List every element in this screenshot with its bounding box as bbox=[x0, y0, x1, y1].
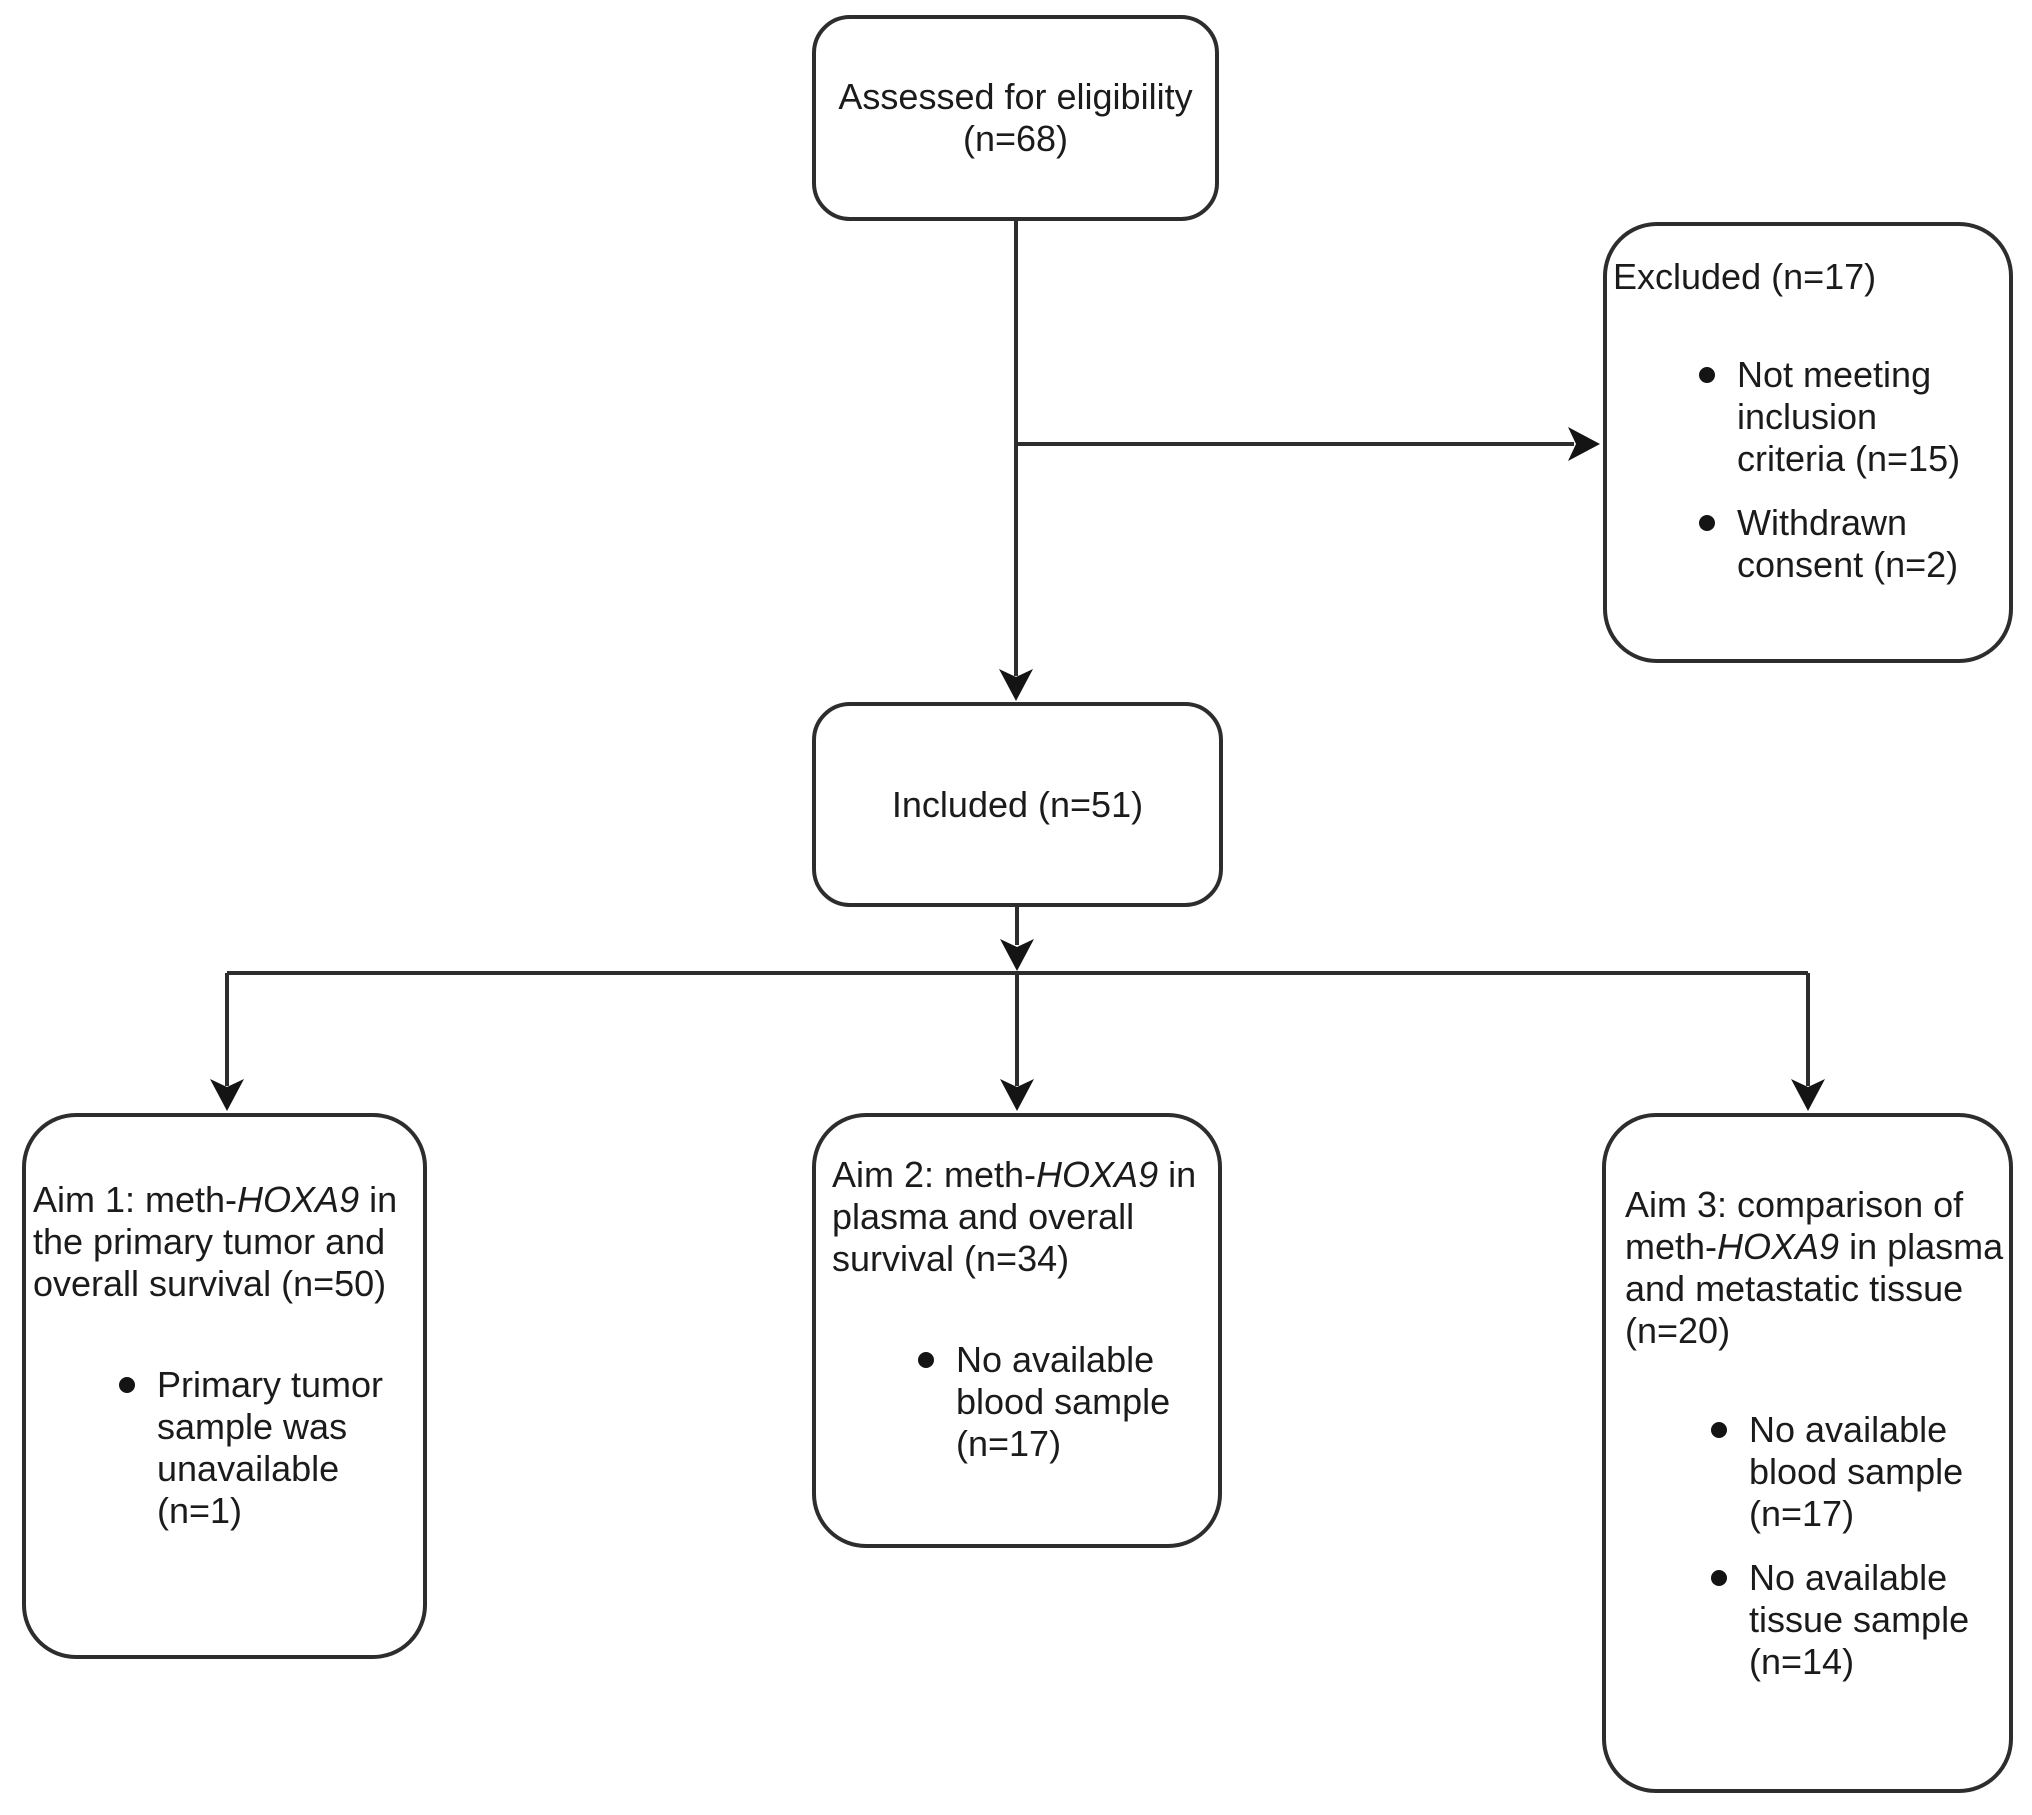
arrowhead-into-included bbox=[999, 669, 1033, 701]
aim2-title: Aim 2: meth-HOXA9 in plasma and overall … bbox=[832, 1154, 1197, 1279]
aim2-bullet-list: No available blood sample (n=17) bbox=[832, 1339, 1218, 1465]
bullet-marker bbox=[918, 1352, 934, 1368]
excluded-title: Excluded (n=17) bbox=[1613, 256, 1877, 297]
included-text: Included (n=51) bbox=[816, 706, 1219, 903]
excluded-bullet-list: Not meeting inclusion criteria (n=15) Wi… bbox=[1613, 354, 2009, 586]
excluded-bullet-1: Not meeting inclusion criteria (n=15) bbox=[1737, 354, 1961, 479]
aim3-box: Aim 3: comparison of meth-HOXA9 in plasm… bbox=[1602, 1113, 2013, 1793]
bullet-marker bbox=[1711, 1570, 1727, 1586]
aim1-bullet-list: Primary tumor sample was unavailable (n=… bbox=[33, 1364, 423, 1532]
list-item: No available blood sample (n=17) bbox=[918, 1339, 1218, 1465]
aim3-bullet-2: No available tissue sample (n=14) bbox=[1749, 1557, 1970, 1682]
bullet-marker bbox=[119, 1377, 135, 1393]
list-item: Withdrawn consent (n=2) bbox=[1699, 502, 2009, 586]
assessed-box: Assessed for eligibility (n=68) bbox=[812, 15, 1219, 221]
excluded-bullet-2: Withdrawn consent (n=2) bbox=[1737, 502, 1959, 585]
aim2-bullet-1: No available blood sample (n=17) bbox=[956, 1339, 1171, 1464]
aim3-bullet-1: No available blood sample (n=17) bbox=[1749, 1409, 1964, 1534]
list-item: No available tissue sample (n=14) bbox=[1711, 1557, 2009, 1683]
list-item: Not meeting inclusion criteria (n=15) bbox=[1699, 354, 2009, 480]
gene-name-italic: HOXA9 bbox=[1717, 1226, 1840, 1267]
bullet-marker bbox=[1711, 1422, 1727, 1438]
aim1-box: Aim 1: meth-HOXA9 in the primary tumor a… bbox=[22, 1113, 427, 1659]
arrowhead-at-junction bbox=[1000, 939, 1034, 971]
gene-name-italic: HOXA9 bbox=[1036, 1154, 1159, 1195]
arrowhead-into-excluded bbox=[1568, 427, 1600, 461]
aim1-bullet-1: Primary tumor sample was unavailable (n=… bbox=[157, 1364, 384, 1531]
aim3-title: Aim 3: comparison of meth-HOXA9 in plasm… bbox=[1625, 1184, 2004, 1351]
gene-name-italic: HOXA9 bbox=[237, 1179, 360, 1220]
aim1-title: Aim 1: meth-HOXA9 in the primary tumor a… bbox=[33, 1179, 398, 1304]
excluded-box: Excluded (n=17) Not meeting inclusion cr… bbox=[1603, 222, 2013, 663]
bullet-marker bbox=[1699, 367, 1715, 383]
assessed-text: Assessed for eligibility (n=68) bbox=[816, 19, 1215, 217]
assessed-count: (n=68) bbox=[962, 118, 1069, 159]
bullet-marker bbox=[1699, 515, 1715, 531]
arrowhead-into-aim3 bbox=[1791, 1079, 1825, 1111]
arrowhead-into-aim1 bbox=[210, 1079, 244, 1111]
list-item: Primary tumor sample was unavailable (n=… bbox=[119, 1364, 423, 1532]
aim3-bullet-list: No available blood sample (n=17) No avai… bbox=[1625, 1409, 2009, 1683]
included-line1: Included (n=51) bbox=[891, 783, 1144, 825]
included-box: Included (n=51) bbox=[812, 702, 1223, 907]
assessed-line1: Assessed for eligibility bbox=[838, 76, 1193, 117]
aim2-box: Aim 2: meth-HOXA9 in plasma and overall … bbox=[812, 1113, 1222, 1548]
list-item: No available blood sample (n=17) bbox=[1711, 1409, 2009, 1535]
arrowhead-into-aim2 bbox=[1000, 1079, 1034, 1111]
